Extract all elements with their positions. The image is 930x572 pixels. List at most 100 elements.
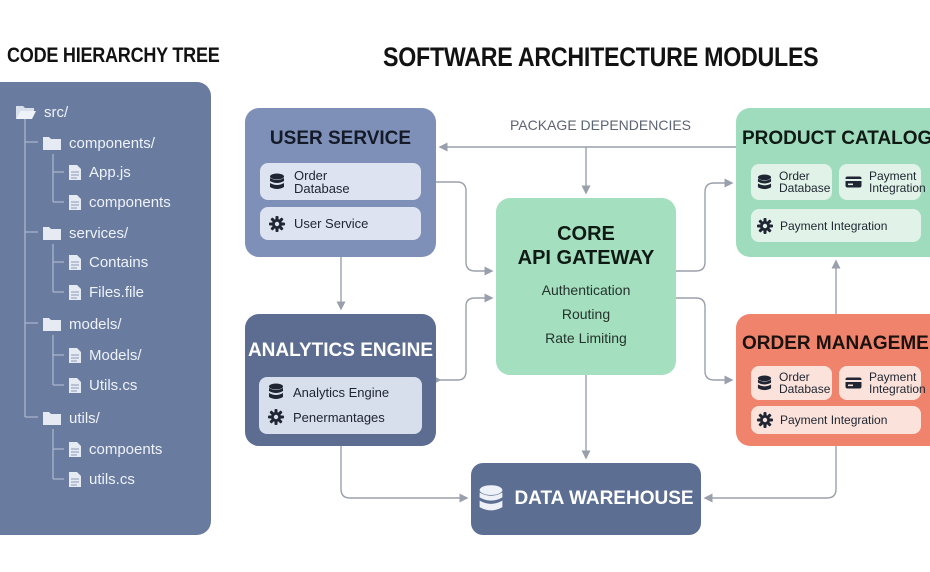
chip-label: Payment Integration: [780, 413, 888, 427]
tree-connector-lines: [24, 119, 64, 480]
chip-line2: Database: [294, 180, 350, 196]
card-icon: [845, 377, 862, 389]
tree-title: CODE HIERARCHY TREE: [7, 44, 220, 67]
tree-item-utils-cs-lower[interactable]: utils.cs: [68, 469, 135, 489]
chip-line1: Order: [779, 370, 810, 384]
chip-line1: Payment: [869, 370, 917, 384]
core-api-gateway-module[interactable]: CORE API GATEWAY Authentication Routing …: [496, 198, 676, 375]
arrow-core-to-catalog: [676, 178, 734, 272]
arrow-core-to-orders: [676, 297, 734, 385]
gear-icon: [269, 215, 285, 232]
folder-icon: [43, 227, 61, 240]
file-icon: [69, 471, 81, 487]
user-service-title: USER SERVICE: [269, 128, 412, 149]
tree-item-utils-cs-upper[interactable]: Utils.cs: [68, 375, 137, 395]
chip-line1: Order: [294, 167, 328, 183]
analytics-database-chip[interactable]: Analytics Engine: [259, 380, 422, 404]
core-title-line1: CORE: [557, 223, 615, 245]
arrow-analytics-to-warehouse: [340, 446, 469, 503]
tree-item-models-folder[interactable]: models/: [42, 314, 122, 334]
analytics-chip-group: [259, 377, 422, 434]
core-item-authentication: Authentication: [541, 282, 631, 298]
chip-label: Payment Integration: [780, 218, 888, 233]
arrow-orders-to-warehouse: [703, 446, 837, 503]
tree-item-services-folder[interactable]: services/: [42, 223, 128, 243]
chip-label: Penermantages: [293, 409, 385, 425]
file-icon: [69, 284, 81, 300]
chip-label: User Service: [294, 216, 369, 231]
tree-item-label: utils/: [69, 409, 100, 427]
card-icon: [845, 176, 862, 188]
chip-line1: Order: [779, 169, 810, 183]
folder-open-icon: [16, 105, 36, 119]
tree-item-label: services/: [69, 224, 129, 242]
file-icon: [69, 254, 81, 270]
folder-icon: [43, 318, 61, 331]
gear-icon: [757, 217, 773, 234]
database-icon: [757, 375, 772, 390]
tree-item-app-js[interactable]: App.js: [68, 162, 131, 182]
warehouse-title: DATA WAREHOUSE: [514, 488, 694, 509]
file-icon: [69, 164, 81, 180]
arrow-analytics-core: [432, 293, 494, 385]
orders-title: ORDER MANAGEMENT: [742, 333, 930, 354]
arrow-user-to-core: [436, 181, 494, 276]
tree-item-label: Files.file: [89, 283, 145, 301]
tree-item-files-file[interactable]: Files.file: [68, 282, 144, 302]
tree-item-label: compoents: [89, 440, 163, 458]
orders-integration-chip[interactable]: Payment Integration: [751, 406, 921, 434]
tree-item-label: components: [89, 193, 171, 211]
analytics-engine-module[interactable]: ANALYTICS ENGINE Analytics Engine Penerm…: [245, 314, 436, 446]
file-icon: [69, 441, 81, 457]
tree-item-compoents[interactable]: compoents: [68, 439, 162, 459]
package-dependencies-label: PACKAGE DEPENDENCIES: [510, 117, 692, 133]
tree-item-label: src/: [44, 103, 69, 121]
tree-item-label: models/: [69, 315, 122, 333]
chip-line2: Integration: [869, 382, 926, 396]
database-icon: [270, 173, 284, 189]
main-title: SOFTWARE ARCHITECTURE MODULES: [383, 42, 819, 72]
database-icon: [757, 174, 772, 189]
tree-item-components-file[interactable]: components: [68, 192, 171, 212]
tree-item-label: Models/: [89, 346, 142, 364]
core-item-rate-limiting: Rate Limiting: [545, 330, 627, 346]
tree-item-contains[interactable]: Contains: [68, 252, 148, 272]
chip-line2: Database: [779, 382, 831, 396]
database-icon: [269, 383, 283, 399]
chip-line2: Database: [779, 181, 831, 195]
gear-icon: [757, 412, 773, 428]
gear-icon: [268, 409, 284, 425]
catalog-title: PRODUCT CATALOG: [742, 128, 930, 149]
folder-icon: [43, 412, 61, 425]
tree-item-utils-folder[interactable]: utils/: [42, 408, 100, 428]
analytics-settings-chip[interactable]: Penermantages: [259, 405, 422, 429]
file-icon: [69, 347, 81, 363]
tree-item-label: utils.cs: [89, 470, 135, 488]
file-icon: [69, 194, 81, 210]
tree-item-src[interactable]: src/: [15, 102, 68, 122]
tree-item-label: components/: [69, 134, 155, 152]
tree-item-label: Contains: [89, 253, 149, 271]
catalog-integration-chip[interactable]: Payment Integration: [751, 209, 921, 242]
tree-item-label: Utils.cs: [89, 376, 138, 394]
code-tree-panel: src/ components/ App.js components servi…: [0, 82, 211, 535]
tree-item-label: App.js: [89, 163, 131, 181]
file-icon: [69, 377, 81, 393]
core-item-routing: Routing: [561, 306, 611, 322]
core-title-line2: API GATEWAY: [517, 247, 655, 269]
user-service-settings-chip[interactable]: User Service: [260, 207, 421, 240]
folder-icon: [43, 137, 61, 150]
tree-item-models-file[interactable]: Models/: [68, 345, 142, 365]
data-warehouse-module[interactable]: DATA WAREHOUSE: [471, 463, 701, 535]
tree-item-components-folder[interactable]: components/: [42, 133, 155, 153]
chip-line2: Integration: [869, 181, 926, 195]
